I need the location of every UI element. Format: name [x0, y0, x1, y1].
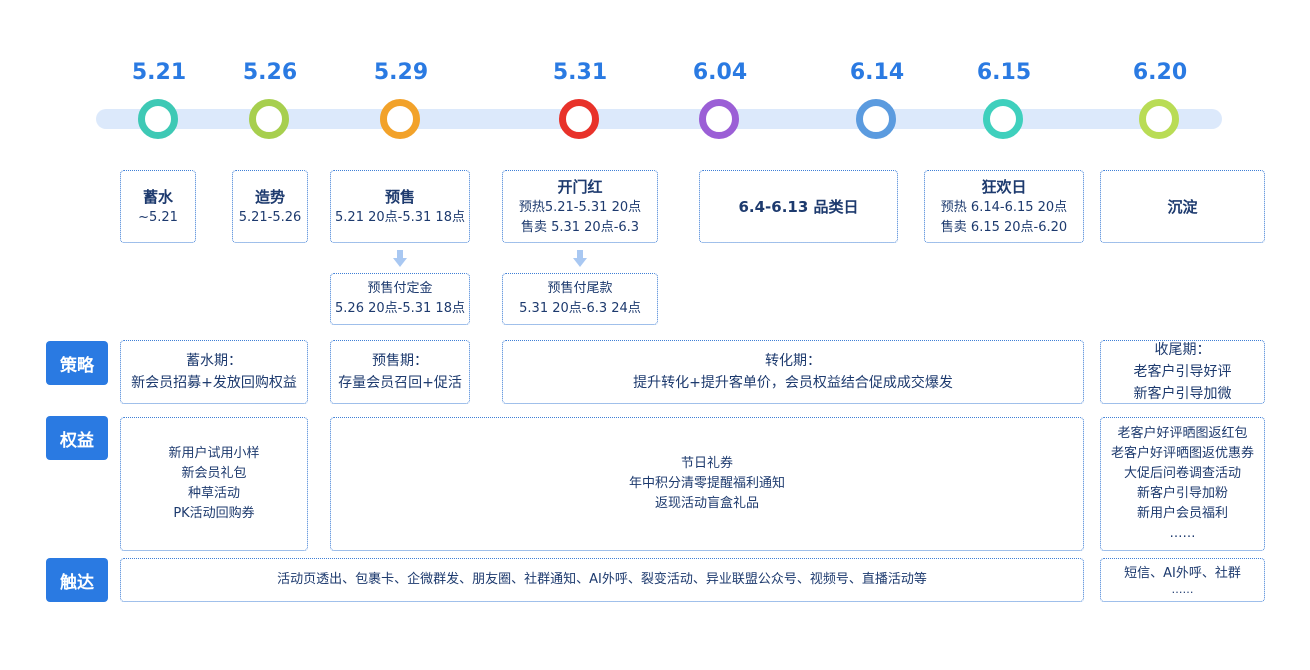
phase-title: 造势	[254, 187, 285, 206]
benefits-line: 节日礼券	[680, 456, 733, 471]
reach-cell: 短信、AI外呼、社群 ……	[1100, 558, 1265, 602]
timeline-date: 5.26	[242, 60, 298, 85]
strategy-line: 新客户引导加微	[1133, 386, 1232, 402]
subphase-line: 预售付定金	[367, 281, 433, 296]
benefits-line: 新会员礼包	[181, 466, 247, 481]
timeline-node	[699, 99, 739, 139]
strategy-line: 转化期：	[765, 353, 821, 369]
benefits-line: 老客户好评晒图返优惠券	[1110, 446, 1254, 461]
timeline-node	[559, 99, 599, 139]
strategy-line: 预售期：	[372, 353, 428, 369]
phase-title: 沉淀	[1167, 197, 1198, 216]
phase-line: 5.21-5.26	[238, 209, 302, 225]
timeline-node	[138, 99, 178, 139]
timeline-date: 6.15	[976, 60, 1032, 85]
benefits-line: ……	[1169, 526, 1196, 541]
subphase-line: 5.31 20点-6.3 24点	[519, 301, 641, 316]
subphase-line: 预售付尾款	[547, 281, 613, 296]
benefits-line: 返现活动盲盒礼品	[654, 496, 759, 511]
reach-cell: 活动页透出、包裹卡、企微群发、朋友圈、社群通知、AI外呼、裂变活动、异业联盟公众…	[120, 558, 1084, 602]
timeline-node	[380, 99, 420, 139]
phase-box-kaimenhong: 开门红 预热5.21-5.31 20点 售卖 5.31 20点-6.3	[502, 170, 658, 243]
reach-line: ……	[1171, 583, 1194, 596]
timeline-date: 5.31	[552, 60, 608, 85]
phase-title: 开门红	[557, 177, 603, 196]
strategy-line: 蓄水期：	[186, 353, 242, 369]
benefits-cell: 节日礼券 年中积分清零提醒福利通知 返现活动盲盒礼品	[330, 417, 1084, 551]
strategy-cell: 预售期： 存量会员召回+促活	[330, 340, 470, 404]
phase-box-xushui: 蓄水 ~5.21	[120, 170, 196, 243]
timeline-node	[1139, 99, 1179, 139]
benefits-line: PK活动回购券	[173, 506, 255, 521]
timeline-node	[249, 99, 289, 139]
phase-title: 蓄水	[142, 187, 173, 206]
strategy-cell: 收尾期： 老客户引导好评 新客户引导加微	[1100, 340, 1265, 404]
strategy-line: 收尾期：	[1154, 342, 1211, 358]
row-label-benefits: 权益	[46, 416, 108, 460]
timeline-date: 5.29	[373, 60, 429, 85]
phase-title: 预售	[384, 187, 415, 206]
phase-line: 预热 6.14-6.15 20点	[940, 199, 1068, 215]
timeline-date: 6.20	[1132, 60, 1188, 85]
phase-box-chendian: 沉淀	[1100, 170, 1265, 243]
timeline-node	[856, 99, 896, 139]
benefits-cell: 老客户好评晒图返红包 老客户好评晒图返优惠券 大促后问卷调查活动 新客户引导加粉…	[1100, 417, 1265, 551]
benefits-line: 老客户好评晒图返红包	[1117, 426, 1248, 441]
phase-line: ~5.21	[138, 209, 178, 225]
benefits-line: 大促后问卷调查活动	[1123, 466, 1241, 481]
phase-box-yushou: 预售 5.21 20点-5.31 18点	[330, 170, 470, 243]
phase-box-kuanghuanri: 狂欢日 预热 6.14-6.15 20点 售卖 6.15 20点-6.20	[924, 170, 1084, 243]
phase-line: 预热5.21-5.31 20点	[518, 199, 642, 215]
subphase-line: 5.26 20点-5.31 18点	[335, 301, 465, 316]
strategy-line: 老客户引导好评	[1133, 364, 1232, 380]
benefits-line: 种草活动	[187, 486, 240, 501]
timeline-date: 6.14	[849, 60, 905, 85]
strategy-line: 提升转化+提升客单价，会员权益结合促成成交爆发	[633, 375, 953, 391]
reach-line: 短信、AI外呼、社群	[1124, 566, 1241, 581]
subphase-box-balance: 预售付尾款 5.31 20点-6.3 24点	[502, 273, 658, 325]
strategy-line: 新会员招募+发放回购权益	[131, 375, 297, 391]
timeline-track	[96, 109, 1222, 129]
phase-box-pinleiri: 6.4-6.13 品类日	[699, 170, 898, 243]
strategy-cell: 转化期： 提升转化+提升客单价，会员权益结合促成成交爆发	[502, 340, 1084, 404]
benefits-cell: 新用户试用小样 新会员礼包 种草活动 PK活动回购券	[120, 417, 308, 551]
benefits-line: 新用户试用小样	[168, 446, 260, 461]
subphase-box-deposit: 预售付定金 5.26 20点-5.31 18点	[330, 273, 470, 325]
strategy-cell: 蓄水期： 新会员招募+发放回购权益	[120, 340, 308, 404]
row-label-strategy: 策略	[46, 341, 108, 385]
timeline-date: 6.04	[692, 60, 748, 85]
down-arrow-icon	[573, 250, 587, 267]
down-arrow-icon	[393, 250, 407, 267]
reach-line: 活动页透出、包裹卡、企微群发、朋友圈、社群通知、AI外呼、裂变活动、异业联盟公众…	[277, 572, 927, 587]
phase-line: 售卖 6.15 20点-6.20	[940, 219, 1068, 235]
benefits-line: 年中积分清零提醒福利通知	[628, 476, 785, 491]
phase-line: 5.21 20点-5.31 18点	[335, 209, 465, 225]
timeline-node	[983, 99, 1023, 139]
benefits-line: 新用户会员福利	[1136, 506, 1228, 521]
strategy-line: 存量会员召回+促活	[338, 375, 462, 391]
phase-title: 6.4-6.13 品类日	[738, 197, 859, 216]
timeline-date: 5.21	[131, 60, 187, 85]
phase-title: 狂欢日	[981, 177, 1027, 196]
row-label-reach: 触达	[46, 558, 108, 602]
phase-box-zaoshi: 造势 5.21-5.26	[232, 170, 308, 243]
benefits-line: 新客户引导加粉	[1136, 486, 1228, 501]
phase-line: 售卖 5.31 20点-6.3	[520, 219, 640, 235]
